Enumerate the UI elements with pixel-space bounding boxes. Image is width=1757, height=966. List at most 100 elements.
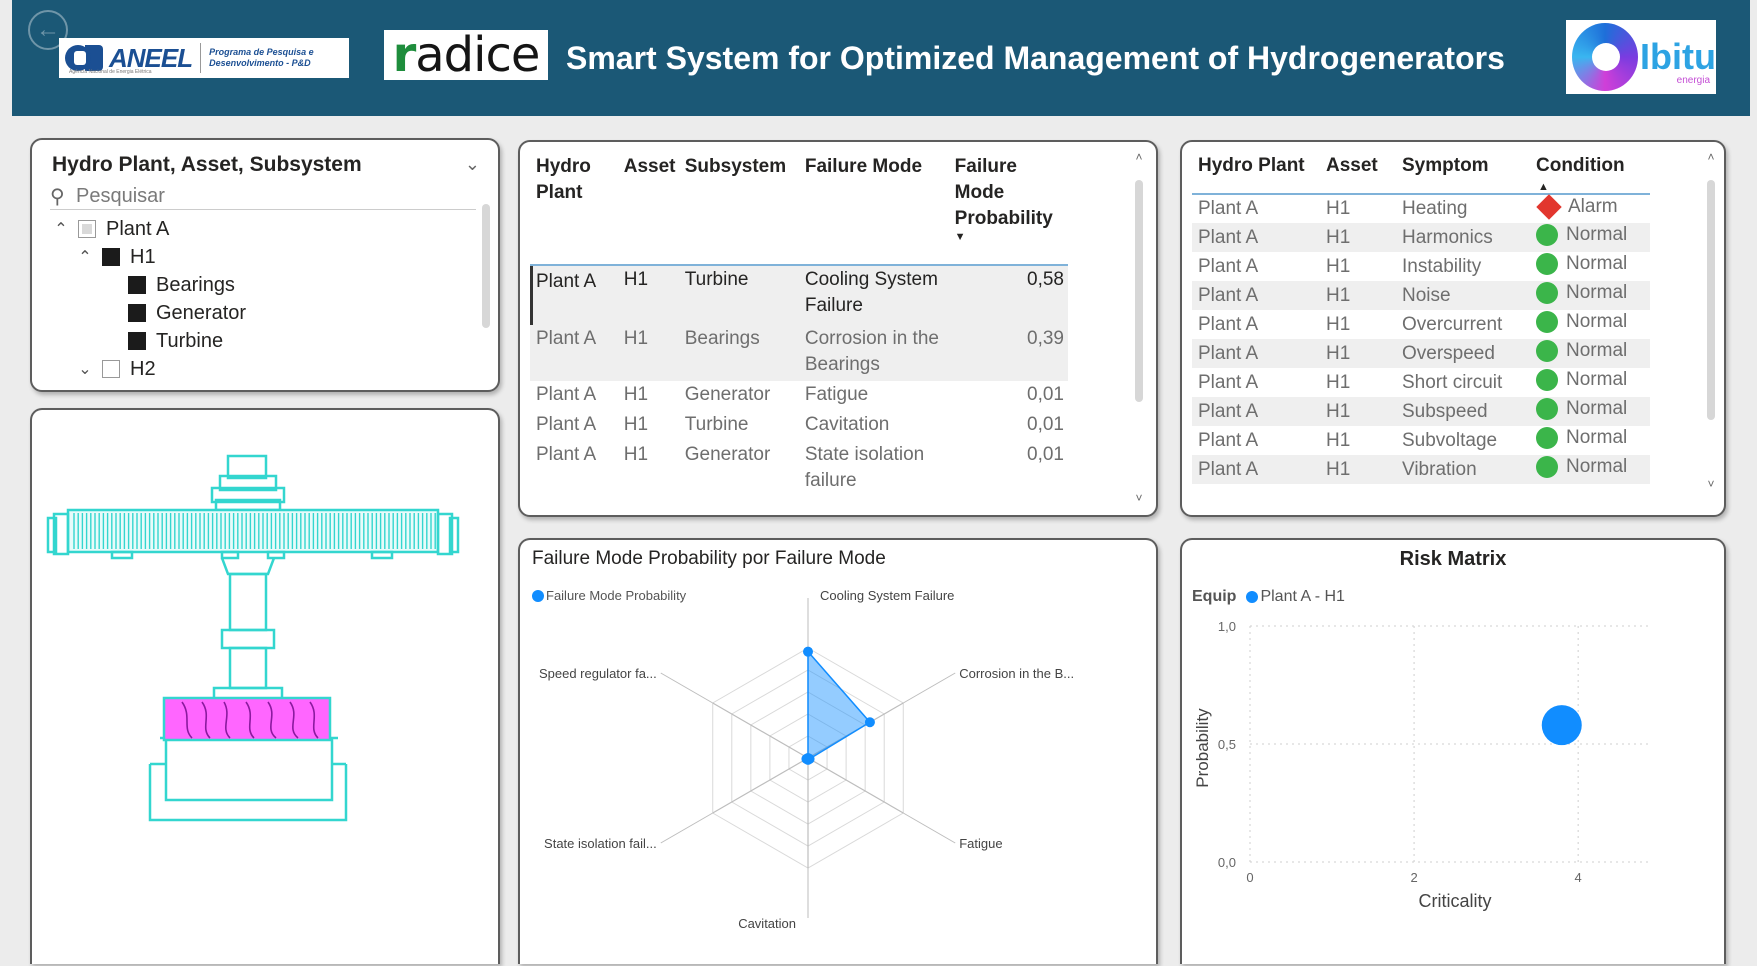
table-cell-plant: Plant A	[1198, 371, 1259, 393]
tree-item-h2[interactable]: ⌄H2	[74, 354, 155, 384]
table-cell-probability: 0,01	[1027, 444, 1064, 465]
checkbox[interactable]	[102, 360, 120, 378]
normal-circle-icon	[1536, 252, 1558, 275]
table-cell-failure-mode: Cooling System Failure	[804, 269, 938, 316]
slicer-scrollbar[interactable]	[482, 204, 490, 328]
tree-item-h1[interactable]: ⌃H1	[74, 242, 155, 272]
table-cell-plant: Plant A	[1198, 458, 1259, 480]
aneel-divider	[200, 43, 202, 73]
sort-desc-icon: ▼	[954, 231, 966, 243]
chart-title: Failure Mode Probability por Failure Mod…	[532, 548, 886, 569]
app-title: Smart System for Optimized Management of…	[566, 40, 1505, 76]
table-cell-asset: H1	[623, 444, 649, 465]
checkbox[interactable]	[102, 248, 120, 266]
radar-leader-line	[660, 812, 713, 844]
tree-item-plant-a[interactable]: ⌃Plant A	[50, 214, 169, 244]
radar-data-point[interactable]	[864, 717, 875, 728]
table-cell-symptom: Vibration	[1402, 458, 1477, 480]
tree-item-bearings[interactable]: Bearings	[100, 270, 235, 300]
table-header-row: Hydro Plant Asset Symptom Condition▲	[1192, 154, 1650, 194]
failure-table-scrollbar[interactable]: ˄ ˅	[1132, 150, 1146, 505]
table-cell-plant: Plant A	[1198, 226, 1259, 248]
condition-indicator: Alarm	[1536, 194, 1618, 220]
chevron-down-icon[interactable]: ⌄	[464, 154, 480, 174]
table-cell-subsystem: Generator	[684, 384, 771, 405]
checkbox[interactable]	[128, 332, 146, 350]
scroll-up-icon[interactable]: ˄	[1707, 150, 1715, 164]
checkbox[interactable]	[78, 220, 96, 238]
hierarchy-slicer: Hydro Plant, Asset, Subsystem ⌄ ⚲ ⌃Plant…	[30, 138, 500, 392]
condition-indicator: Normal	[1536, 223, 1627, 246]
search-input[interactable]	[76, 185, 456, 208]
column-header-asset[interactable]: Asset	[1326, 155, 1378, 176]
column-header-plant[interactable]: Hydro Plant	[1198, 155, 1305, 176]
turbine-blades	[181, 701, 319, 739]
checkbox[interactable]	[128, 276, 146, 294]
condition-label: Alarm	[1568, 196, 1618, 217]
column-header-subsystem[interactable]: Subsystem	[684, 156, 787, 177]
collapse-icon[interactable]: ⌃	[54, 221, 68, 238]
back-arrow-icon: ←	[36, 16, 60, 43]
expand-icon[interactable]: ⌄	[78, 361, 92, 378]
condition-label: Normal	[1566, 368, 1628, 390]
checkbox[interactable]	[128, 304, 146, 322]
risk-data-point[interactable]	[1541, 705, 1582, 746]
collapse-icon[interactable]: ⌃	[78, 249, 92, 266]
column-header-condition[interactable]: Condition▲	[1536, 155, 1625, 193]
column-header-asset[interactable]: Asset	[623, 156, 676, 177]
chart-legend[interactable]: Failure Mode Probability	[532, 588, 686, 603]
scroll-down-icon[interactable]: ˅	[1135, 491, 1143, 505]
scroll-thumb[interactable]	[1135, 180, 1143, 402]
table-cell-failure-mode: Cavitation	[804, 414, 890, 435]
hydrogenerator-illustration	[46, 454, 460, 822]
column-header-failure-mode[interactable]: Failure Mode	[804, 156, 923, 177]
table-cell-plant: Plant A	[536, 414, 597, 435]
symptom-table-scrollbar[interactable]: ˄ ˅	[1704, 150, 1718, 505]
table-cell-condition: Alarm	[1530, 194, 1650, 223]
table-cell-asset: H1	[623, 414, 649, 435]
legend-marker	[1246, 591, 1259, 603]
tree-item-turbine[interactable]: Turbine	[100, 326, 223, 356]
scroll-down-icon[interactable]: ˅	[1707, 477, 1715, 491]
table-cell-failure-mode: Corrosion in the Bearings	[804, 328, 939, 375]
aneel-logo: ANEEL Programa de Pesquisa e Desenvolvim…	[59, 38, 349, 78]
table-cell-plant: Plant A	[1198, 284, 1259, 306]
table-cell-condition: Normal	[1530, 426, 1650, 455]
normal-circle-icon	[1536, 455, 1558, 478]
table-cell-plant: Plant A	[530, 265, 618, 325]
table-header-row: Hydro Plant Asset Subsystem Failure Mode…	[530, 154, 1068, 265]
radar-axis-label: Corrosion in the B...	[959, 666, 1074, 681]
tree-item-generator[interactable]: Generator	[100, 298, 246, 328]
radar-data-point[interactable]	[803, 753, 813, 763]
back-button[interactable]: ←	[28, 10, 68, 50]
column-header-symptom[interactable]: Symptom	[1402, 155, 1489, 176]
radar-series-area[interactable]	[804, 649, 872, 761]
table-cell-subsystem: Turbine	[684, 269, 749, 290]
column-header-plant[interactable]: Hydro Plant	[536, 156, 591, 203]
normal-circle-icon	[1536, 281, 1558, 304]
column-header-probability[interactable]: Failure Mode Probability▼	[954, 156, 1053, 243]
radar-data-point[interactable]	[803, 646, 813, 657]
scroll-up-icon[interactable]: ˄	[1135, 150, 1143, 164]
scroll-thumb[interactable]	[1707, 180, 1715, 420]
symptom-table-viewport: Hydro Plant Asset Symptom Condition▲ Pla…	[1182, 142, 1662, 484]
ibitu-name: Ibitu	[1640, 36, 1716, 77]
